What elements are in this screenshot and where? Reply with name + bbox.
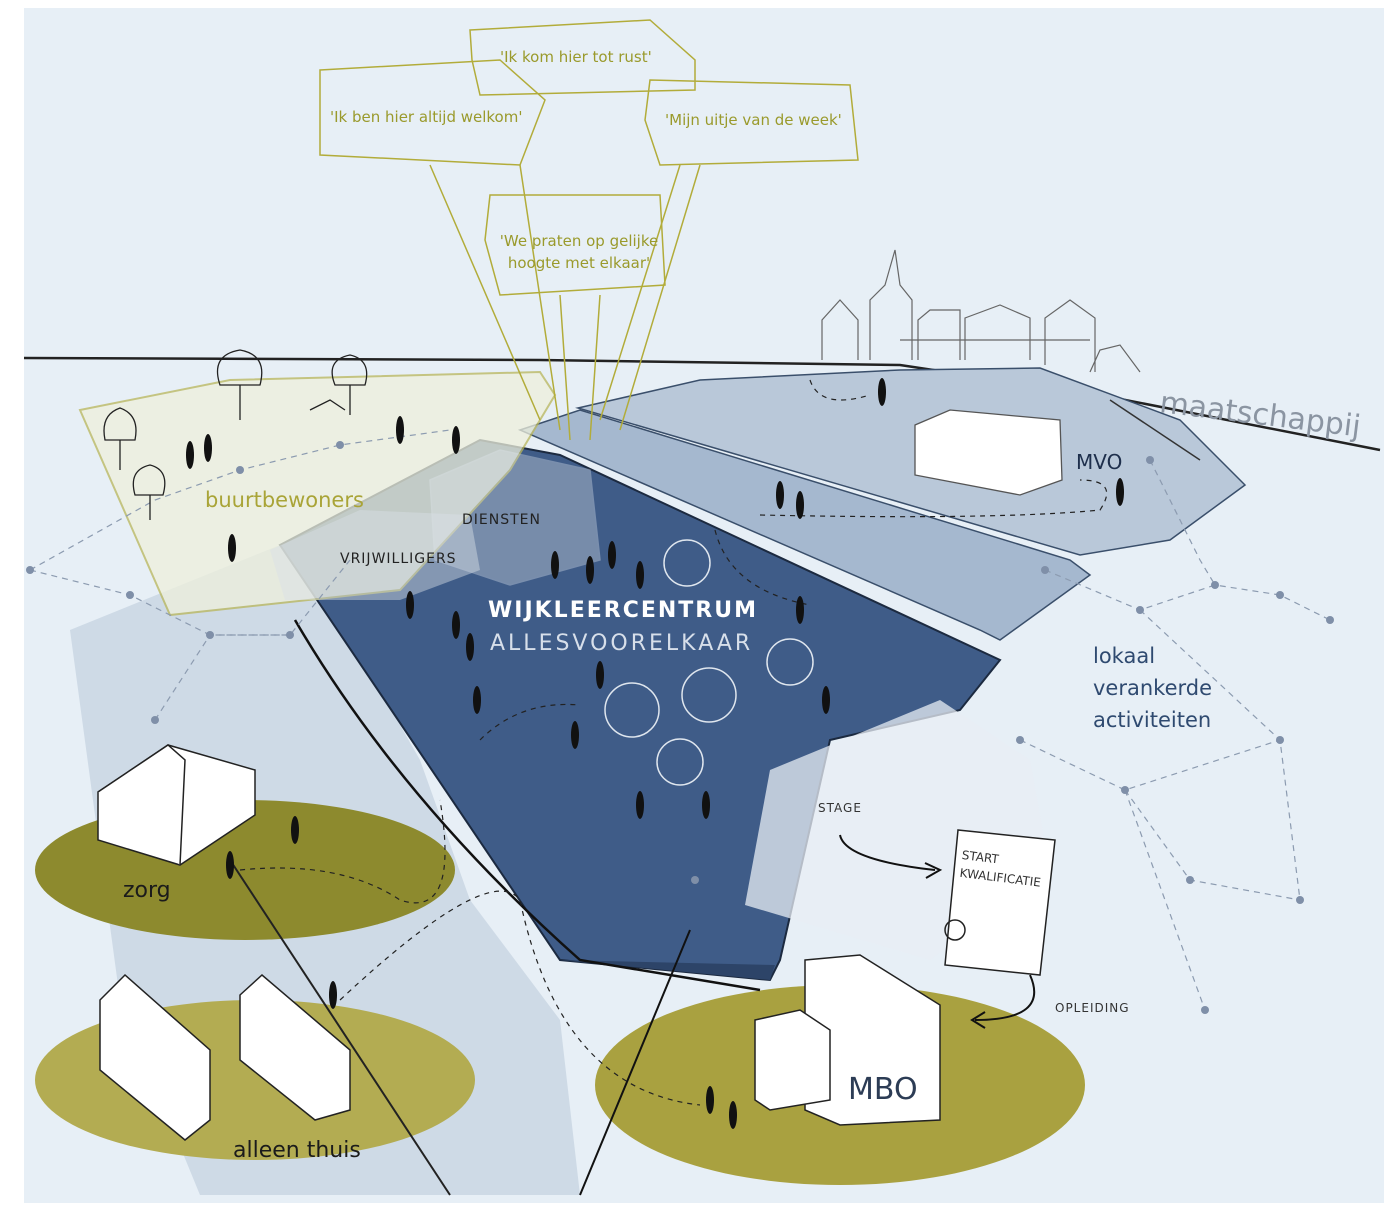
plate-maatschappij — [575, 367, 1247, 556]
gears-icon — [604, 682, 660, 738]
building-mvo-icon — [914, 409, 1063, 496]
label-buurtbewoners: buurtbewoners — [205, 488, 364, 512]
boundary-line-3 — [579, 929, 691, 1196]
diensten-zone — [429, 449, 601, 586]
dashed-paths — [239, 379, 1108, 1106]
building-zorg-icon — [97, 744, 256, 866]
vrijwilligers-zone — [270, 510, 480, 600]
label-mvo: MVO — [1076, 450, 1123, 474]
label-opleiding: OPLEIDING — [1055, 1001, 1130, 1015]
label-vrijwilligers: VRIJWILLIGERS — [340, 551, 457, 567]
skyline-icon — [821, 249, 1141, 373]
label-stage: STAGE — [818, 801, 862, 815]
person-icon — [186, 378, 1124, 1129]
bicycle-icon — [766, 638, 814, 686]
center-subtitle: ALLESVOORELKAAR — [490, 631, 754, 656]
certificate-icon — [944, 829, 1056, 976]
quote-welkom: 'Ik ben hier altijd welkom' — [330, 108, 523, 126]
label-mbo: MBO — [848, 1072, 918, 1107]
boundary-line-2 — [229, 859, 451, 1196]
quote-rust: 'Ik kom hier tot rust' — [500, 48, 652, 66]
label-alleen-thuis: alleen thuis — [233, 1138, 361, 1163]
boundary-line — [293, 619, 761, 992]
plant-icon — [663, 539, 711, 587]
plate-middle — [517, 409, 1092, 641]
label-lokaal-2: verankerde — [1093, 676, 1213, 700]
arrows — [839, 834, 1036, 1029]
quote-gelijke: 'We praten op gelijke hoogte met elkaar' — [499, 232, 659, 272]
label-zorg: zorg — [123, 878, 171, 903]
center-icons — [604, 539, 814, 786]
label-diensten: DIENSTEN — [462, 512, 541, 528]
boundary-line-4 — [1109, 399, 1201, 461]
plate-cutlery-icon — [656, 738, 704, 786]
quote-uitje: 'Mijn uitje van de week' — [665, 111, 842, 129]
label-lokaal-3: activiteiten — [1093, 708, 1212, 732]
tree-icon — [103, 349, 368, 520]
label-lokaal-1: lokaal — [1093, 644, 1156, 668]
label-lokaal: lokaal verankerde activiteiten — [1093, 640, 1212, 736]
lightbulb-icon — [681, 667, 737, 723]
network-nodes — [26, 441, 1334, 1014]
speech-bubbles — [319, 19, 859, 441]
building-alleen-thuis-icon — [99, 973, 351, 1141]
center-title: WIJKLEERCENTRUM — [488, 598, 758, 623]
horizon-line — [23, 356, 1381, 452]
building-mbo-icon — [754, 954, 941, 1126]
plate-buurtbewoners — [78, 370, 557, 617]
